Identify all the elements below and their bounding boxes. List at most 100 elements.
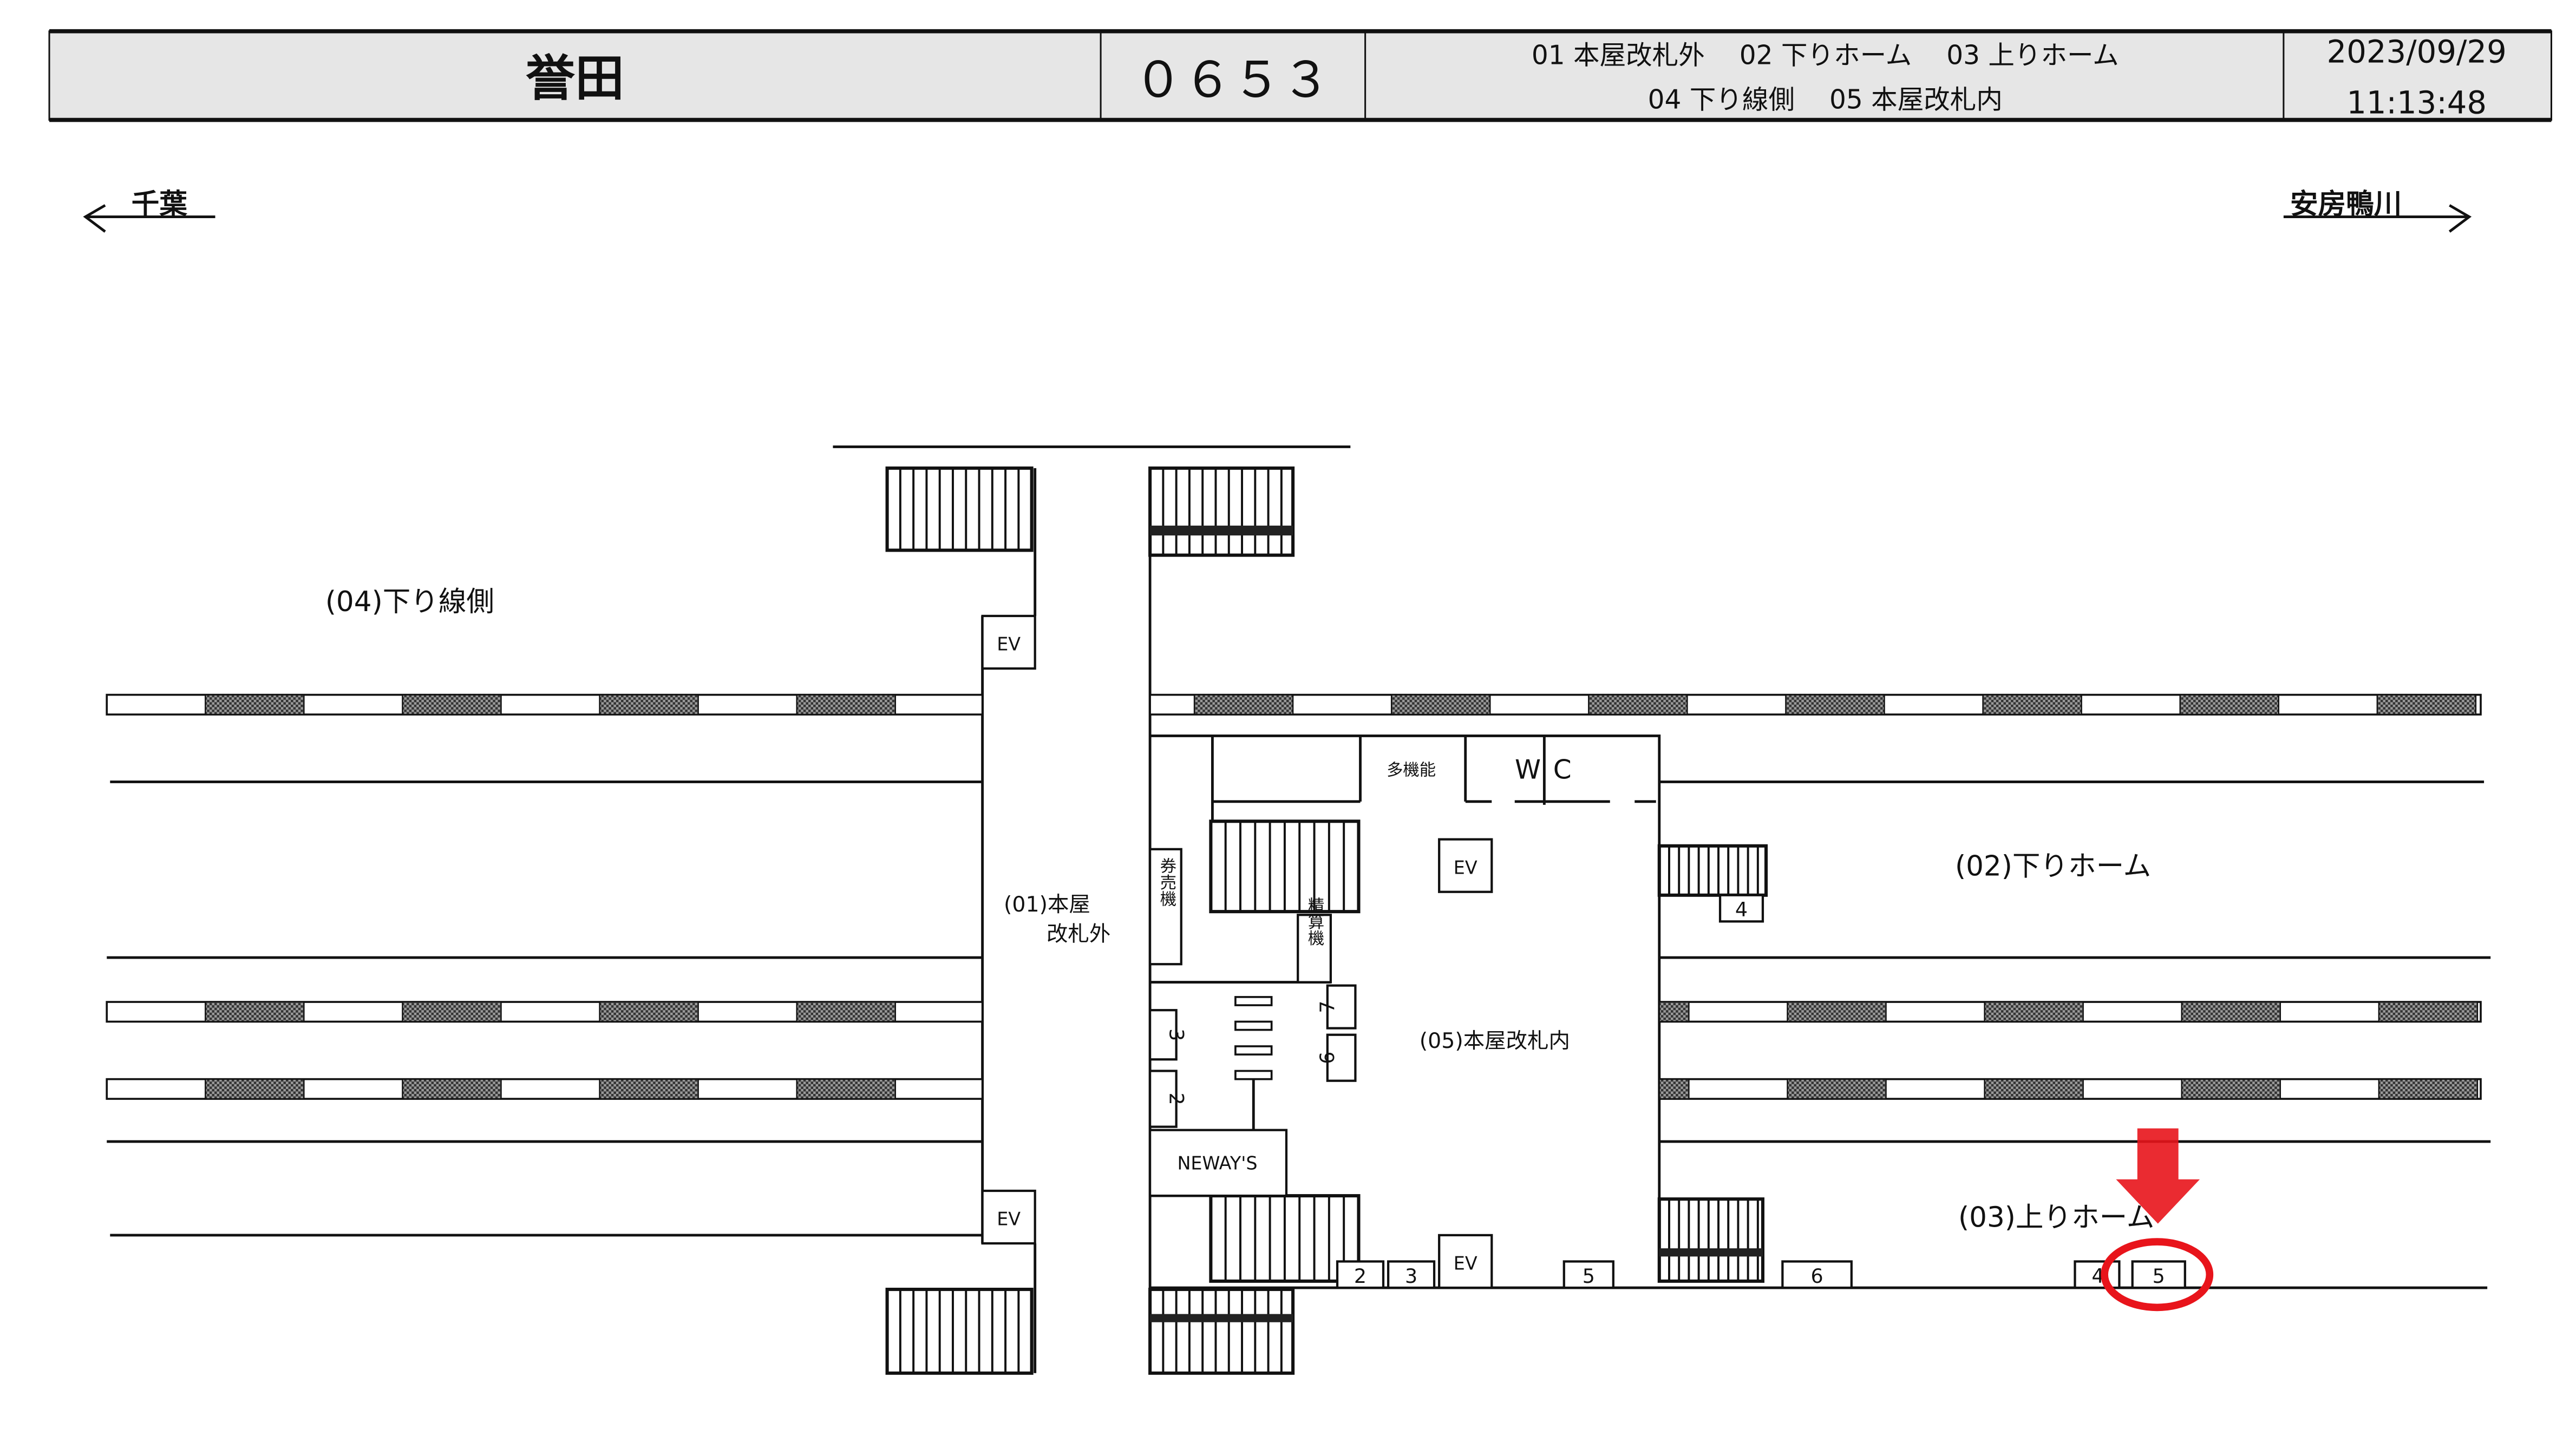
svg-text:EV: EV [1454,1253,1477,1274]
svg-text:EV: EV [997,1209,1021,1230]
svg-text:2: 2 [1354,1264,1367,1288]
svg-text:5: 5 [2153,1264,2165,1288]
ev-top-left: EV [981,614,1036,670]
platform-edge-hatch [402,694,502,716]
stair-landing [1150,1314,1293,1322]
platform-edge-hatch [1982,694,2082,716]
stairs-group [885,466,1768,1375]
ticket-machine: 券売機 [1148,848,1182,966]
red-down-arrow-icon [2116,1128,2200,1224]
staircase [1657,844,1768,897]
car-pos-2-concourse: 2 [1148,1070,1188,1128]
car-pos-4-down-platform: 4 [1718,894,1764,923]
svg-text:5: 5 [1583,1264,1595,1288]
platform-edge-hatch [2181,1001,2281,1022]
platform-edge-hatch [1785,694,1885,716]
platform-edges [106,693,2482,1100]
svg-text:3: 3 [1165,1028,1188,1041]
platform-edge-hatch [1193,694,1294,716]
platform-edge-hatch [1787,1078,1887,1100]
ev-concourse: EV [1438,838,1493,893]
platform-edge-hatch [796,694,896,716]
platform-edge-hatch [2378,1078,2479,1100]
station-code: ０６５３ [1134,52,1331,109]
red-circle-highlight [2101,1238,2214,1312]
svg-text:3: 3 [1405,1264,1417,1288]
platform-edge-hatch [1588,694,1688,716]
platform-edge-hatch [2181,1078,2281,1100]
platform-edge-hatch [599,1001,699,1022]
area-label-04: (04)下り線側 [325,586,494,618]
car-pos-5-bottom: 5 [1562,1260,1614,1289]
direction-left-label: 千葉 [132,188,188,220]
ticket-gate [1234,1045,1273,1056]
area-label-03: (03)上りホーム [1958,1202,2154,1234]
platform-edge-hatch [1984,1078,2084,1100]
area-label-05: (05)本屋改札内 [1420,1028,1570,1053]
wc-c: C [1553,755,1572,785]
time: 11:13:48 [2346,84,2487,121]
stair-landing [1659,1248,1763,1257]
shop-neways: NEWAY'S [1148,1129,1288,1197]
ticket-gates [1234,996,1273,1080]
platform-edge-hatch [205,1001,305,1022]
area-label-01-line2: 改札外 [1047,922,1110,947]
svg-text:2: 2 [1165,1092,1188,1105]
car-pos-6-concourse: 6 [1316,1033,1357,1082]
svg-text:EV: EV [1454,857,1477,878]
ticket-gate [1234,1070,1273,1080]
ev-bottom: EV [1438,1234,1493,1289]
wc-w: W [1515,755,1541,785]
stair-landing [1150,526,1293,536]
date: 2023/09/29 [2327,33,2507,70]
car-pos-2-bottom: 2 [1336,1260,1385,1289]
platform-edge-hatch [2376,694,2477,716]
svg-text:6: 6 [1811,1264,1823,1288]
arrow-right-icon [2283,204,2472,233]
platform-edge-hatch [1390,694,1491,716]
platform-edge-hatch [2378,1001,2479,1022]
highlight-marker [2101,1128,2214,1312]
svg-text:券売機: 券売機 [1157,857,1176,907]
multi-purpose-toilet: 多機能 [1387,761,1436,779]
svg-text:EV: EV [997,634,1021,655]
platform-edge-hatch [796,1001,896,1022]
car-pos-3-bottom: 3 [1387,1260,1436,1289]
staircase [1148,1288,1295,1375]
area-legend-line1: 01 本屋改札外 02 下りホーム 03 上りホーム [1532,40,2119,70]
svg-text:精算機: 精算機 [1305,897,1324,947]
area-label-01-line1: (01)本屋 [1004,892,1090,917]
car-pos-6-up-platform: 6 [1781,1260,1853,1289]
station-name: 誉田 [526,50,624,107]
car-pos-4-up-platform: 4 [2074,1260,2121,1289]
staircase [1657,1197,1764,1283]
platform-edge-hatch [599,1078,699,1100]
platform-edge-hatch [205,1078,305,1100]
direction-right: 安房鴨川 [2283,188,2472,233]
platform-edge-hatch [1984,1001,2084,1022]
area-legend-line2: 04 下り線側 05 本屋改札内 [1648,84,2003,115]
direction-left: 千葉 [83,188,215,233]
staircase [885,1288,1034,1375]
direction-right-label: 安房鴨川 [2290,188,2402,220]
staircase [885,466,1034,552]
header-bar: 誉田 ０６５３ 01 本屋改札外 02 下りホーム 03 上りホーム 04 下り… [48,29,2553,122]
svg-text:4: 4 [1735,898,1748,921]
platform-edge-hatch [1787,1001,1887,1022]
car-pos-5-up-platform[interactable]: 5 [2131,1260,2186,1289]
svg-text:7: 7 [1316,1001,1339,1013]
ticket-gate [1234,996,1273,1006]
fare-adjustment-machine: 精算機 [1297,897,1332,984]
platform-edge-hatch [1658,1001,1690,1022]
platform-edge-hatch [402,1001,502,1022]
platform-edge-hatch [796,1078,896,1100]
area-label-02: (02)下りホーム [1955,850,2151,882]
svg-text:NEWAY'S: NEWAY'S [1177,1153,1257,1174]
platform-edge-hatch [402,1078,502,1100]
platform-edge-hatch [1658,1078,1690,1100]
platform-edge-hatch [2179,694,2279,716]
platform-edge-hatch [205,694,305,716]
ev-bottom-left: EV [981,1189,1036,1245]
svg-text:4: 4 [2091,1264,2104,1288]
